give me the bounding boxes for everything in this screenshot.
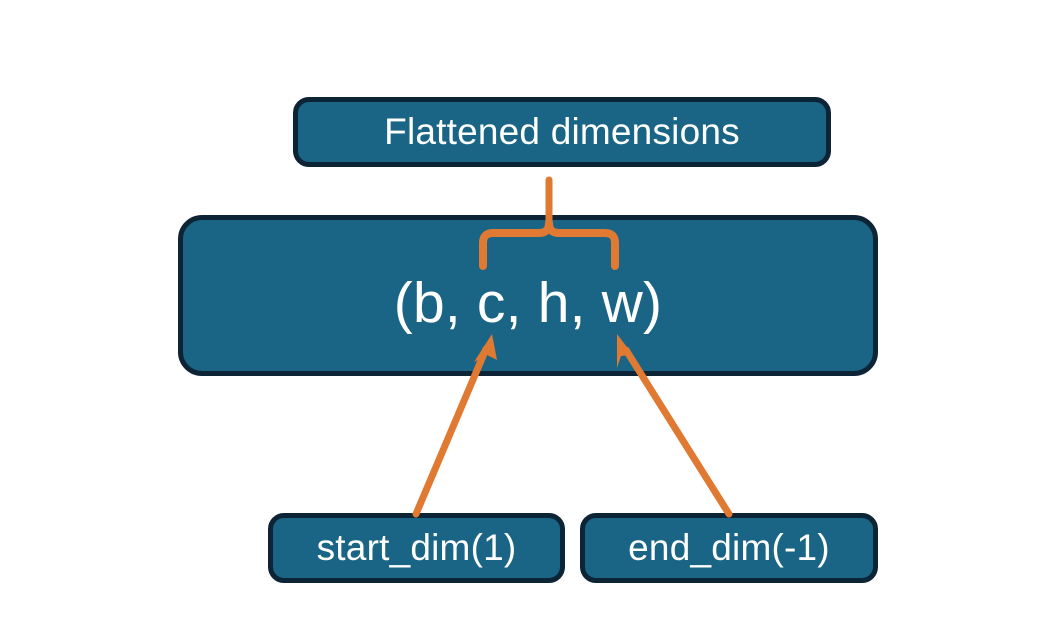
end-dim-label: end_dim(-1) — [628, 527, 830, 568]
flattened-dimensions-label: Flattened dimensions — [384, 111, 740, 152]
start-dim-label: start_dim(1) — [316, 527, 517, 568]
flattened-dimensions-node[interactable]: Flattened dimensions — [293, 97, 831, 167]
tensor-shape-node[interactable]: (b, c, h, w) — [178, 215, 878, 376]
end-dim-node[interactable]: end_dim(-1) — [580, 513, 878, 583]
start-dim-node[interactable]: start_dim(1) — [268, 513, 565, 583]
tensor-shape-label: (b, c, h, w) — [393, 270, 663, 335]
